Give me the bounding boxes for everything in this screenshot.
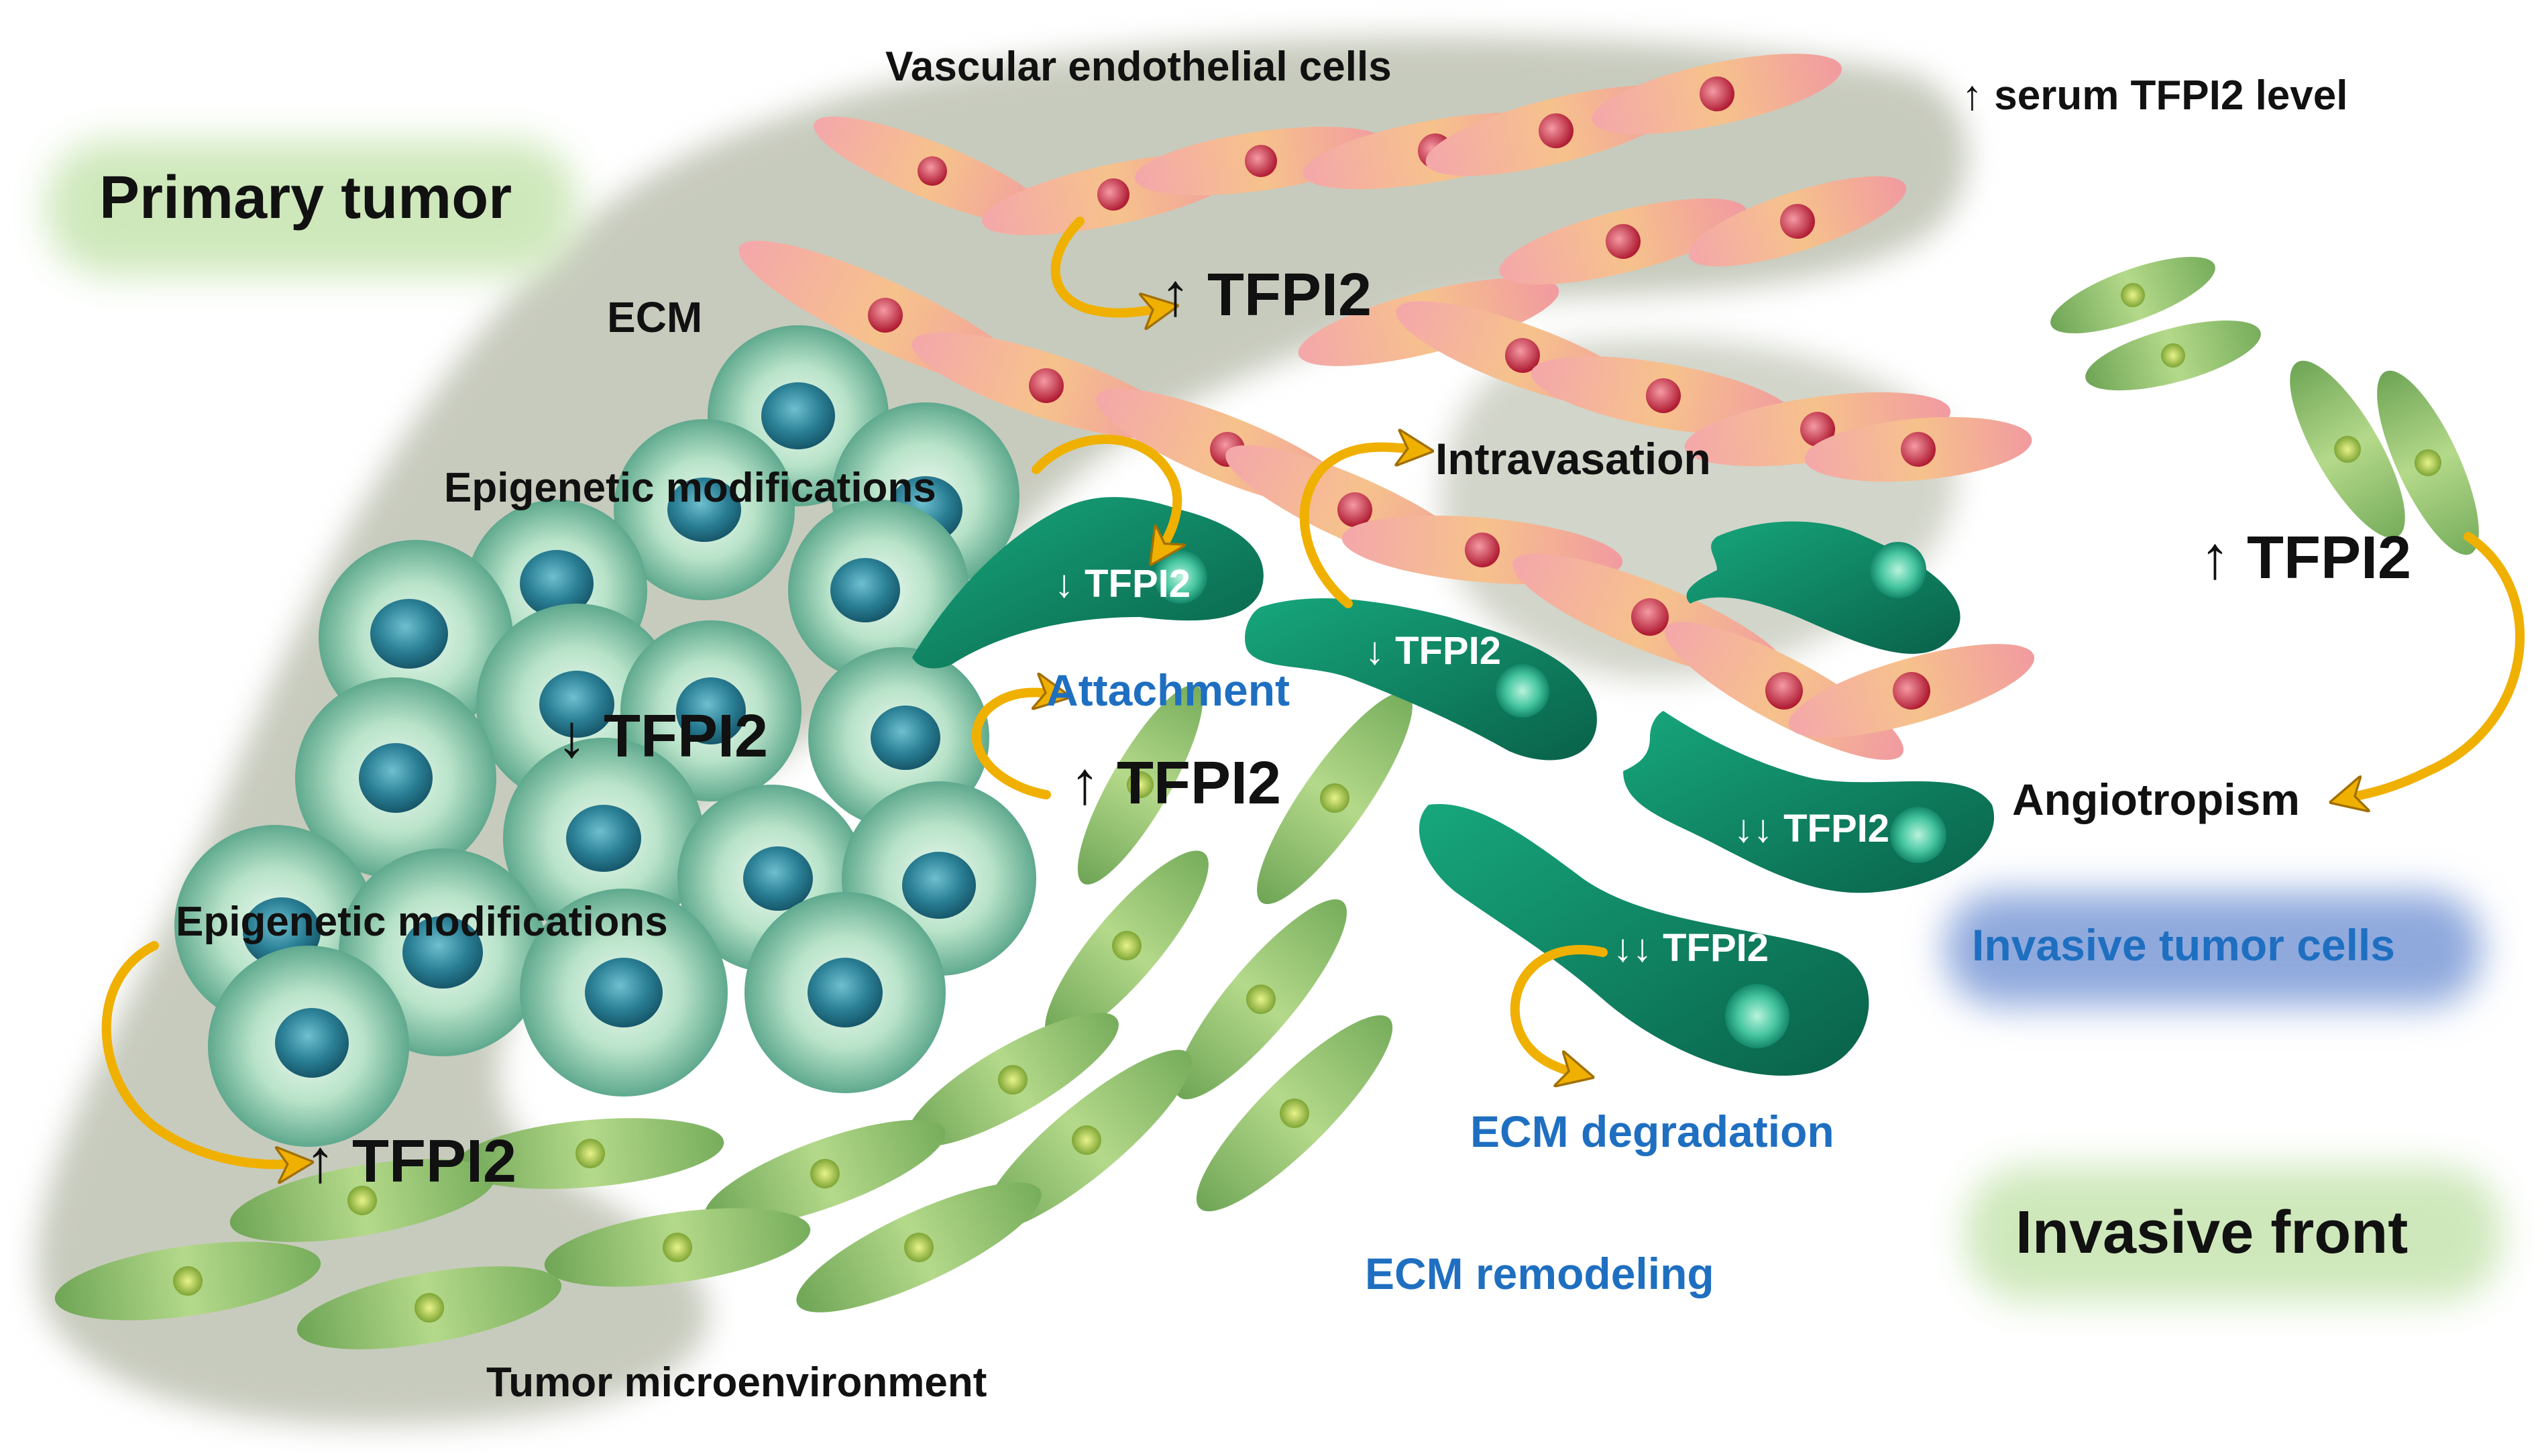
tumor-core-tfpi2-down-label: ↓ TFPI2 xyxy=(557,703,768,770)
stromal-cell xyxy=(229,1159,495,1242)
epigenetic-modifications-bottom-label: Epigenetic modifications xyxy=(176,899,668,945)
primary-tumor-cluster xyxy=(174,325,1036,1147)
ecm-degradation-label: ECM degradation xyxy=(1470,1107,1834,1156)
tumor-cell xyxy=(620,620,801,801)
tumor-cell xyxy=(208,946,409,1147)
stromal-upregulation-arrow xyxy=(101,941,295,1164)
stromal-cell xyxy=(544,1208,811,1287)
endothelial-tfpi2-up-label: ↑ TFPI2 xyxy=(1160,262,1372,329)
stromal-cell xyxy=(1175,899,1347,1100)
invader-tfpi2-down-double-label-b: ↓↓ TFPI2 xyxy=(1613,926,1769,970)
invader-tfpi2-down-label-a: ↓ TFPI2 xyxy=(1054,562,1191,606)
epigenetic-modifications-top-label: Epigenetic modifications xyxy=(444,465,936,511)
invasive-tumor-cell xyxy=(1419,803,1869,1076)
tumor-edge-tfpi2-up-label: ↑ TFPI2 xyxy=(1070,750,1281,817)
stromal-cell xyxy=(54,1241,321,1321)
endothelial-cell xyxy=(1788,644,2035,738)
invasive-tumor-cell xyxy=(1245,598,1597,761)
endothelial-cell xyxy=(814,116,1051,226)
intravasation-label: Intravasation xyxy=(1435,434,1711,484)
stromal-cell xyxy=(2377,370,2479,555)
attachment-label: Attachment xyxy=(1046,665,1290,715)
tumor-cell xyxy=(614,419,795,600)
tumor-cell xyxy=(744,892,946,1093)
tumor-cell xyxy=(788,500,969,681)
stromal-cell xyxy=(1257,691,1413,905)
ecm-label: ECM xyxy=(607,293,702,341)
endothelial-cell xyxy=(1804,416,2032,482)
invader-tfpi2-down-label-b: ↓ TFPI2 xyxy=(1365,629,1501,673)
endothelial-cell xyxy=(1688,176,1907,267)
tumor-microenvironment-label: Tumor microenvironment xyxy=(486,1359,987,1406)
vascular-endothelial-cells-label: Vascular endothelial cells xyxy=(885,44,1392,90)
attachment-arrow xyxy=(972,693,1053,799)
stromal-cell-layer xyxy=(54,256,2479,1349)
diagram-labels: Vascular endothelial cells ↑ serum TFPI2… xyxy=(99,44,2411,1406)
angiotropism-arrow xyxy=(2347,532,2525,798)
tumor-cell xyxy=(503,738,704,939)
invasive-front-label: Invasive front xyxy=(2015,1199,2408,1266)
invasive-tumor-cells-label: Invasive tumor cells xyxy=(1972,920,2395,970)
endothelial-cell xyxy=(1531,356,1796,435)
endothelial-cell xyxy=(1499,198,1747,285)
stromal-cell xyxy=(2050,256,2215,334)
tumor-cell xyxy=(295,677,496,879)
stromal-cell xyxy=(1077,685,1203,885)
invader-tfpi2-down-double-label-a: ↓↓ TFPI2 xyxy=(1734,807,1889,850)
serum-tfpi2-level-label: ↑ serum TFPI2 level xyxy=(1962,72,2347,119)
invasive-tumor-cell xyxy=(1686,521,1960,654)
stromal-cell xyxy=(296,1266,562,1349)
intravasation-arrow xyxy=(1299,447,1415,608)
invasive-tumor-cell xyxy=(1623,711,1995,893)
ecm-degradation-arrow xyxy=(1510,945,1608,1073)
process-arrows xyxy=(101,217,2525,1164)
stromal-cell xyxy=(704,1119,946,1228)
stromal-cell xyxy=(2085,320,2261,391)
stromal-cell xyxy=(456,1118,724,1189)
tumor-cell xyxy=(520,889,728,1097)
epigenetic-downregulation-arrow xyxy=(1032,435,1177,550)
endothelial-induction-arrow xyxy=(1050,217,1160,313)
stromal-cell xyxy=(796,1182,1042,1312)
primary-tumor-label: Primary tumor xyxy=(99,164,512,231)
angiotropism-label: Angiotropism xyxy=(2012,775,2300,824)
stromal-cell xyxy=(1045,850,1209,1041)
ecm-remodeling-label: ECM remodeling xyxy=(1365,1249,1714,1298)
label-glows xyxy=(47,141,2502,1301)
stroma-tfpi2-up-label: ↑ TFPI2 xyxy=(305,1128,516,1195)
stromal-cell xyxy=(2290,360,2405,539)
angiotropic-tfpi2-up-label: ↑ TFPI2 xyxy=(2200,524,2411,592)
stromal-cell xyxy=(907,1013,1119,1147)
stromal-cell xyxy=(1196,1015,1393,1212)
endothelial-cell xyxy=(1592,54,1842,134)
vascular-endothelial-layer xyxy=(738,54,2035,761)
